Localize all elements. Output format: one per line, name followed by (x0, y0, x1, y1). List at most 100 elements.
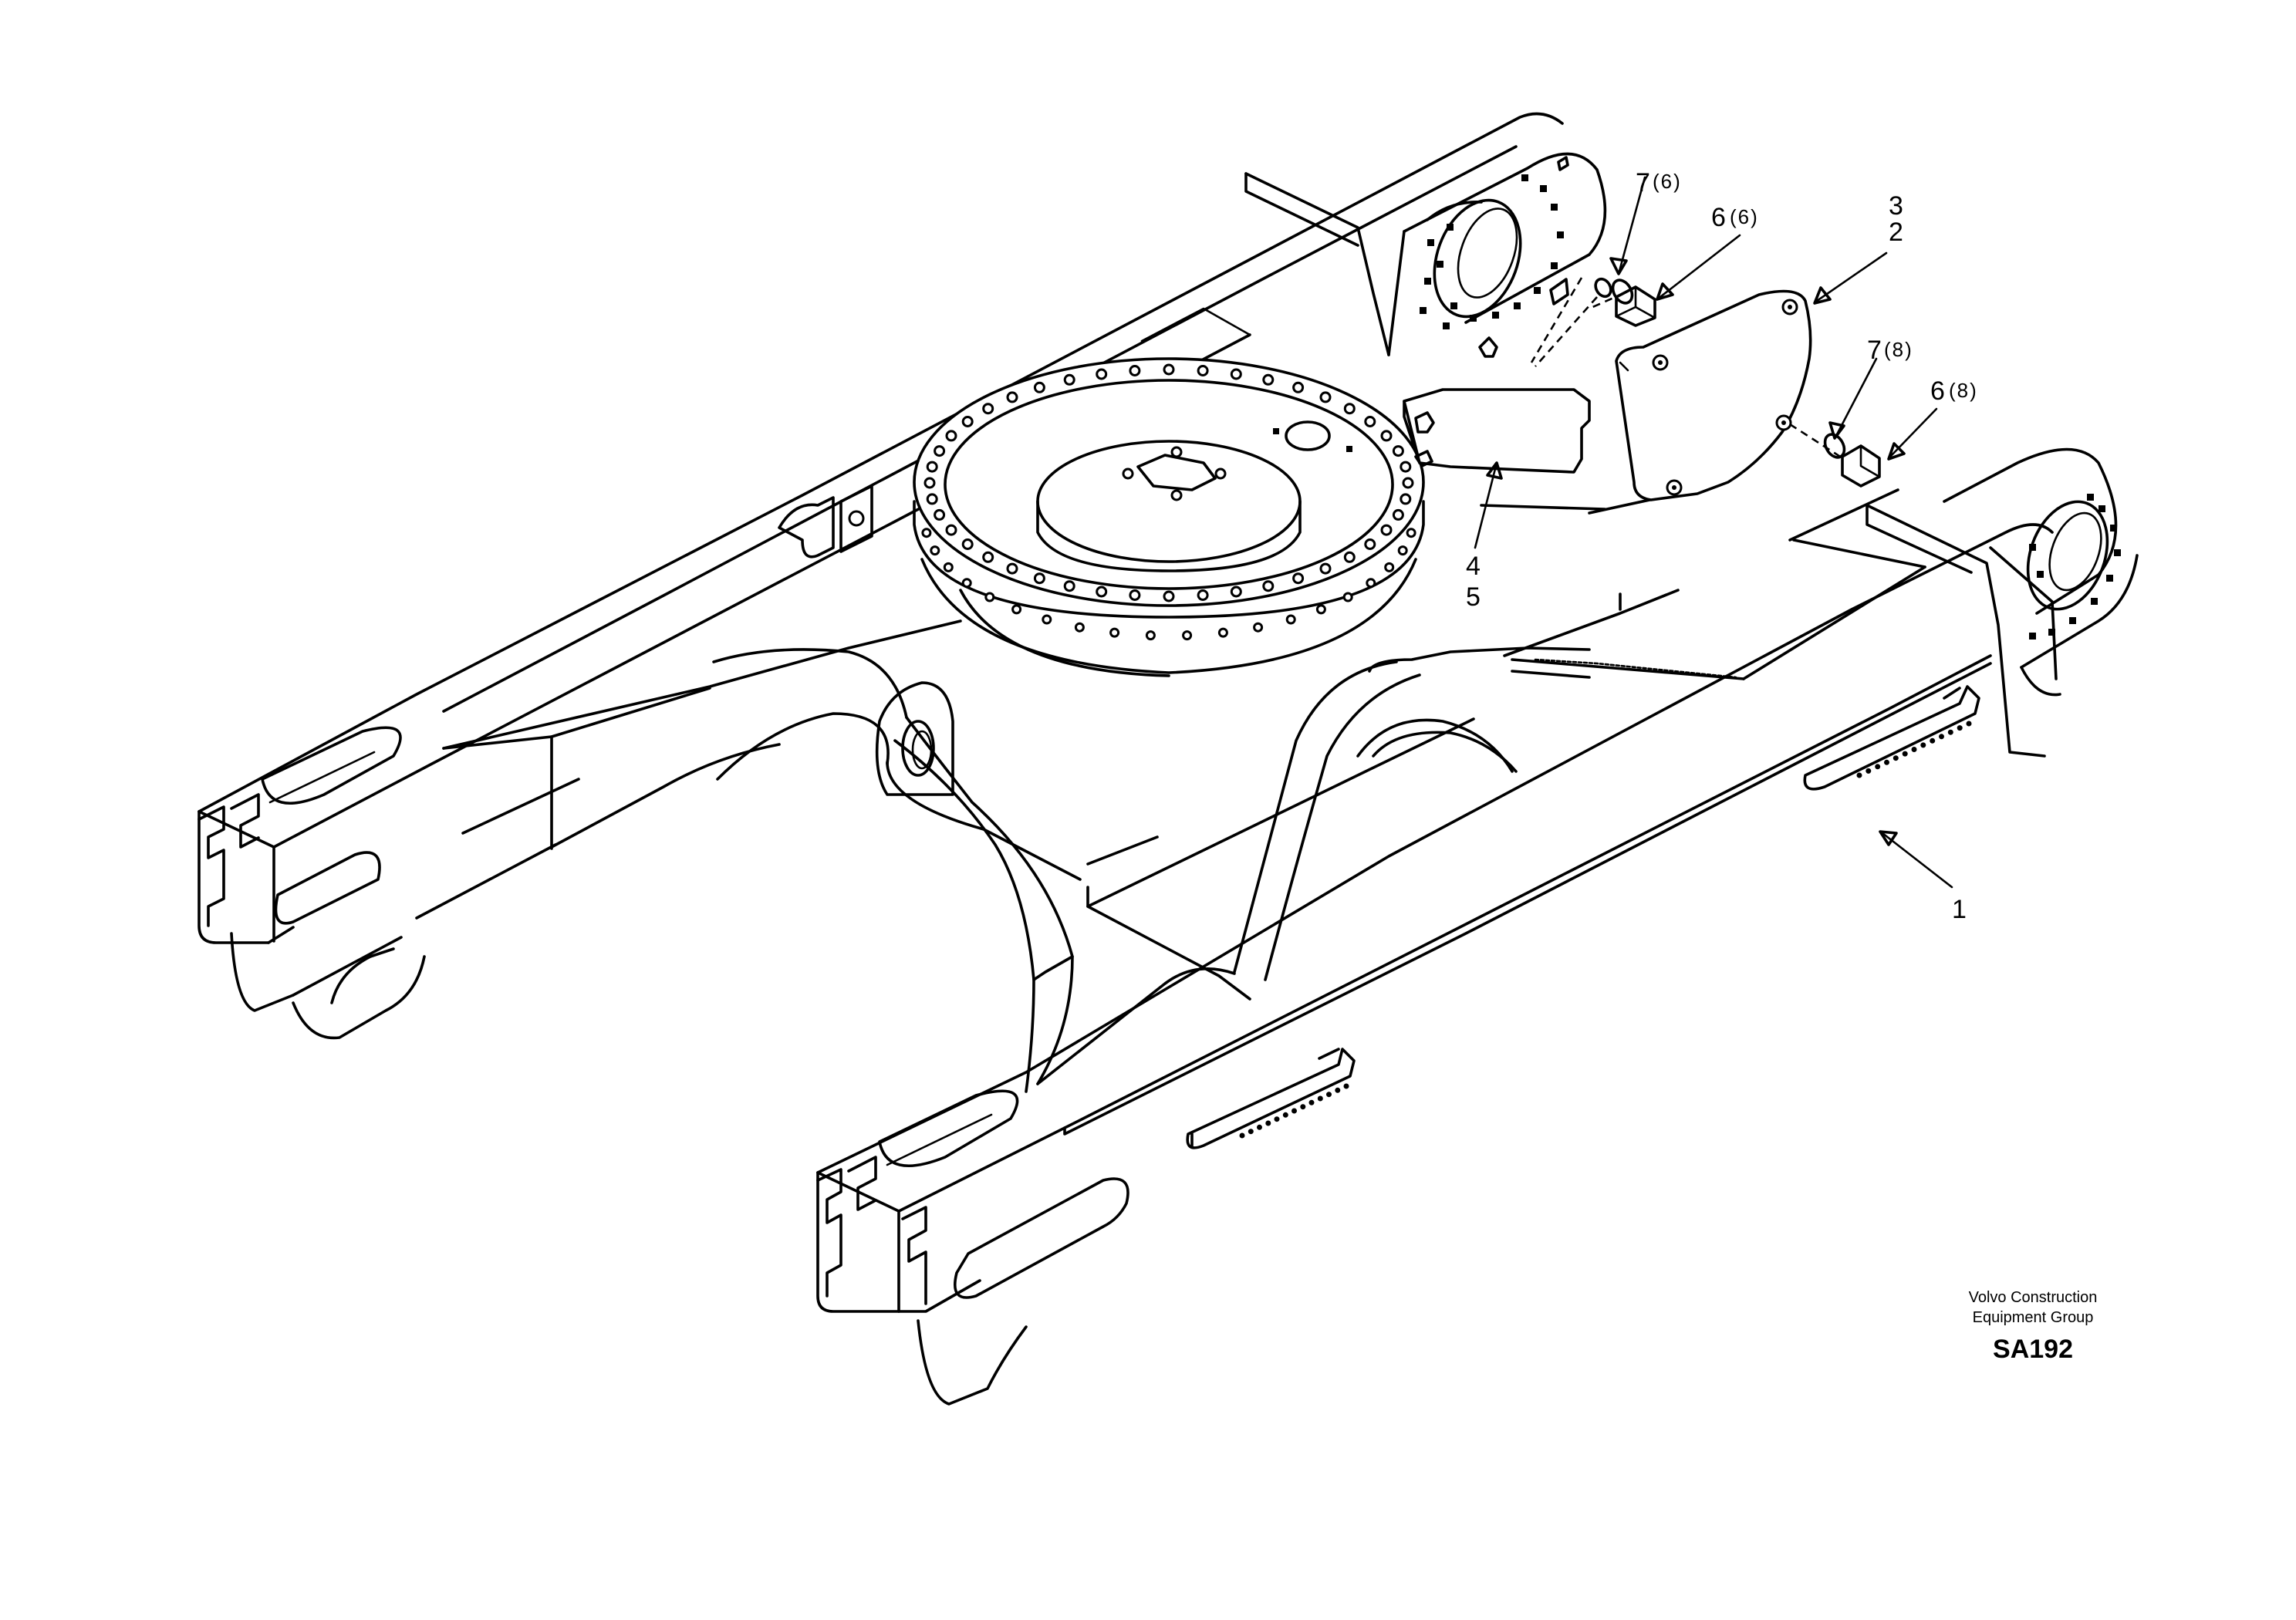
publisher-name-line1: Volvo Construction (1969, 1289, 2098, 1306)
callout-5: 5 (1466, 582, 1481, 612)
lower-idler-housing (1866, 447, 2139, 758)
ring-bolt-hole (1163, 363, 1175, 376)
rail-dot (1893, 755, 1899, 761)
ring-bolt-hole (1402, 477, 1414, 489)
ring-bolt-hole (1315, 604, 1326, 615)
rail-dot (1257, 1124, 1262, 1130)
ring-bolt-hole (1182, 630, 1193, 641)
ring-bolt-hole (1342, 592, 1353, 602)
rail-dot (1300, 1104, 1306, 1110)
ring-bolt-hole (1366, 578, 1376, 589)
callout-7-top-number: 7 (1636, 168, 1650, 197)
ring-bolt-hole (1063, 373, 1075, 386)
upper-idler-housing (1244, 152, 1607, 367)
rail-dot (1884, 759, 1889, 765)
ring-bolt-hole (1406, 528, 1416, 538)
ring-bolt-hole (1380, 430, 1393, 442)
ring-bolt-hole (1400, 493, 1412, 505)
callout-6-top-number: 6 (1711, 203, 1726, 232)
ring-bolt-hole (1217, 627, 1228, 638)
rail-dot (1947, 729, 1953, 735)
ring-bolt-hole (1262, 373, 1275, 386)
slewing-ring (913, 357, 1425, 677)
callout-6-top: 6 (6) (1711, 203, 1759, 232)
ring-bolt-hole (945, 524, 957, 536)
ring-bolt-hole (1392, 445, 1404, 457)
rail-dot (1930, 737, 1936, 744)
ring-bolt-hole (1096, 586, 1108, 598)
ring-bolt-hole (961, 578, 972, 589)
bolt-right (1823, 433, 1881, 488)
ring-bolt-hole (926, 461, 938, 473)
ring-bolt-hole (1074, 622, 1085, 633)
bolt-axis-right (1789, 423, 1845, 461)
ring-bolt-hole (982, 403, 994, 415)
ring-bolt-hole (945, 430, 957, 442)
rail-dot (1902, 751, 1908, 757)
ring-bolt-hole (1063, 580, 1075, 592)
ring-bolt-hole (1364, 416, 1376, 427)
callout-7-top-qty: (6) (1653, 170, 1682, 193)
ring-bolt-hole (1006, 391, 1018, 403)
callout-6-top-qty: (6) (1730, 205, 1759, 228)
ring-bolt-hole (1163, 590, 1175, 602)
ring-bolt-hole (1230, 368, 1242, 380)
callout-6-right-qty: (8) (1949, 379, 1978, 402)
ring-bolt-hole (1343, 551, 1356, 563)
callout-6-right: 6 (8) (1930, 376, 1978, 406)
ring-bolt-hole (1109, 627, 1120, 638)
ring-bolt-hole (934, 445, 946, 457)
ring-bolt-hole (934, 508, 946, 521)
ring-bolt-hole (1292, 572, 1305, 585)
ring-bolt-hole (984, 592, 995, 602)
ring-bolt-hole (1197, 365, 1209, 376)
ring-bolt-hole (1343, 403, 1356, 415)
ring-bolt-hole (926, 493, 938, 505)
callout-1: 1 (1952, 895, 1967, 924)
upper-frame-underside (230, 778, 1159, 1040)
rail-dot (1326, 1092, 1332, 1098)
lower-track-frame (816, 523, 2054, 1406)
rail-link-dots (1239, 721, 1972, 1139)
drawing-code: SA192 (1993, 1335, 2073, 1364)
ring-bolt-holes (921, 363, 1416, 641)
callout-4: 4 (1466, 552, 1481, 581)
publisher-block: Volvo Construction Equipment Group SA192 (1969, 1289, 2098, 1364)
small-cover-plate (1403, 388, 1591, 474)
rail-dot (1274, 1116, 1280, 1122)
ring-bolt-hole (1230, 586, 1242, 598)
ring-bolt-hole (982, 551, 994, 563)
ring-bolt-hole (961, 416, 974, 427)
bolt-top (1594, 277, 1656, 327)
ring-bolt-hole (1262, 580, 1275, 592)
ring-bolt-hole (961, 538, 974, 550)
rail-dot (1939, 734, 1944, 740)
ring-bolt-hole (1384, 562, 1395, 572)
ring-bolt-hole (1197, 589, 1209, 601)
ring-bolt-hole (1129, 365, 1141, 376)
rail-dot (1292, 1108, 1297, 1114)
callout-3: 3 (1889, 191, 1903, 221)
callout-7-right-qty: (8) (1884, 338, 1913, 361)
ring-bolt-hole (1392, 508, 1404, 521)
ring-bolt-hole (921, 528, 932, 538)
ring-bolt-hole (1292, 381, 1305, 393)
rail-dot (1239, 1132, 1245, 1139)
ring-bolt-hole (1380, 524, 1393, 536)
ring-bolt-hole (930, 545, 940, 556)
callout-7-top: 7 (6) (1636, 168, 1682, 197)
publisher-name-line2: Equipment Group (1973, 1309, 2094, 1326)
rail-dot (1911, 747, 1917, 752)
center-cross-member (442, 488, 1926, 1093)
ring-bolt-hole (1253, 622, 1264, 633)
ring-bolt-hole (1285, 614, 1296, 625)
rail-dot (1265, 1120, 1271, 1126)
rail-dot (1343, 1083, 1349, 1089)
rail-dot (1856, 772, 1862, 778)
rail-dot (1248, 1129, 1254, 1135)
callout-7-right: 7 (8) (1867, 336, 1913, 365)
ring-bolt-hole (1096, 368, 1108, 380)
ring-bolt-hole (1042, 614, 1052, 625)
ring-bolt-hole (1319, 562, 1332, 575)
